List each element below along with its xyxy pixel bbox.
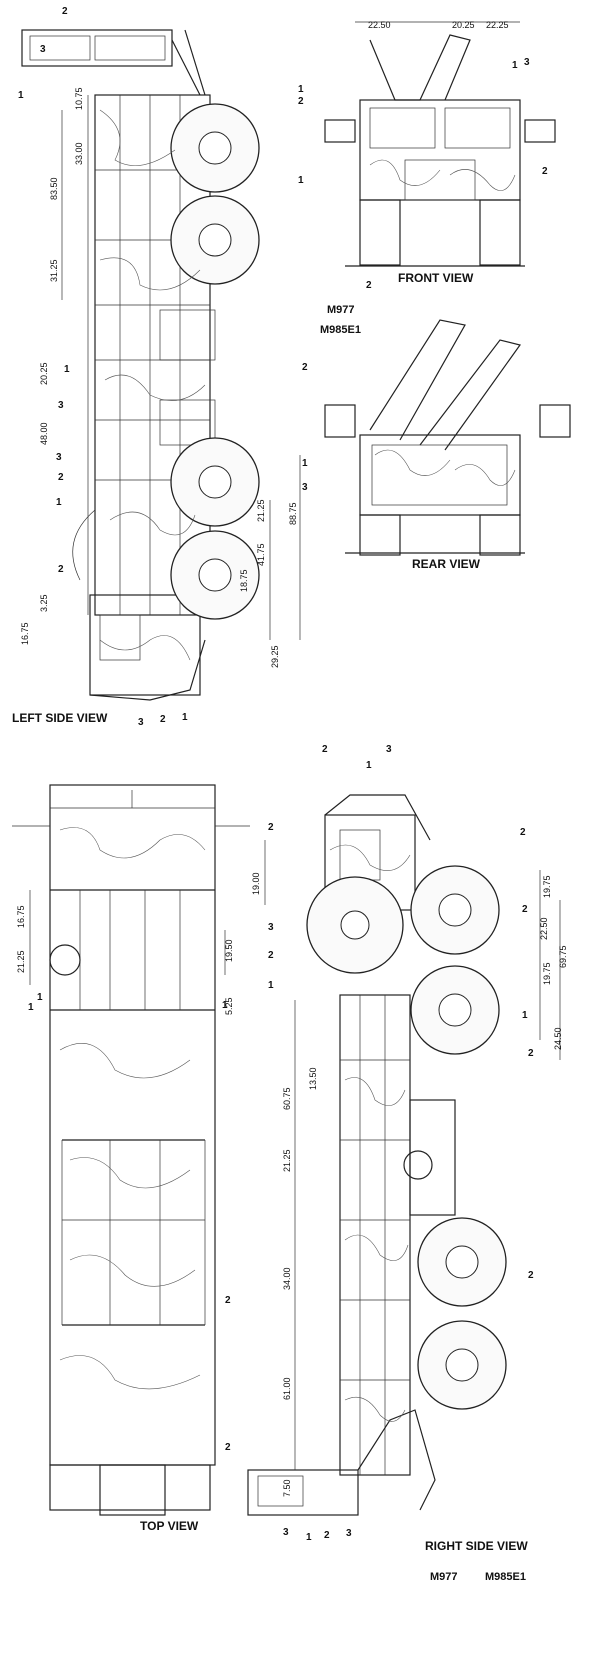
- callout-2: 2: [542, 166, 548, 177]
- callout-1: 1: [182, 712, 188, 723]
- callout-1: 1: [522, 1010, 528, 1021]
- callout-1: 1: [302, 458, 308, 469]
- callout-2: 2: [324, 1530, 330, 1541]
- callout-2: 2: [528, 1270, 534, 1281]
- callout-2: 2: [302, 362, 308, 373]
- callout-1: 1: [37, 992, 43, 1003]
- dim-left-83-50: 83.50: [49, 177, 59, 200]
- callout-3: 3: [302, 482, 308, 493]
- dim-right-19-75-b: 19.75: [542, 962, 552, 985]
- dim-left-10-75: 10.75: [74, 87, 84, 110]
- callout-1: 1: [268, 980, 274, 991]
- callout-1: 1: [298, 175, 304, 186]
- right-side-view-title: RIGHT SIDE VIEW: [425, 1539, 528, 1553]
- callout-1: 1: [64, 364, 70, 375]
- callout-3: 3: [56, 452, 62, 463]
- callout-2: 2: [268, 950, 274, 961]
- callout-1: 1: [56, 497, 62, 508]
- model-label-m985e1-lower: M985E1: [485, 1571, 526, 1583]
- callout-3: 3: [346, 1528, 352, 1539]
- model-label-m977-upper: M977: [327, 304, 355, 316]
- callout-3: 3: [386, 744, 392, 755]
- dim-left-33-00: 33.00: [74, 142, 84, 165]
- dim-right-7-50: 7.50: [282, 1479, 292, 1497]
- dim-left-88-75: 88.75: [288, 502, 298, 525]
- dim-right-21-25: 21.25: [282, 1149, 292, 1172]
- dim-left-16-75: 16.75: [20, 622, 30, 645]
- dim-right-19-00: 19.00: [251, 872, 261, 895]
- callout-2: 2: [366, 280, 372, 291]
- dim-right-13-50: 13.50: [308, 1067, 318, 1090]
- right-side-view-drawing: [247, 794, 561, 1516]
- dim-right-34-00: 34.00: [282, 1267, 292, 1290]
- rear-view-title: REAR VIEW: [412, 557, 481, 571]
- dim-front-20-25: 20.25: [452, 20, 475, 30]
- callout-numbers: 1 2 3 1 3 3 2 1 2 3 2 1 1 2 1 2 1 3 2 2 …: [18, 6, 548, 1543]
- dim-right-24-50: 24.50: [553, 1027, 563, 1050]
- top-view-drawing: [12, 784, 250, 1516]
- callout-2: 2: [62, 6, 68, 17]
- callout-3: 3: [138, 717, 144, 728]
- dim-right-69-75: 69.75: [558, 945, 568, 968]
- dim-front-22-25: 22.25: [486, 20, 509, 30]
- model-label-m985e1-upper: M985E1: [320, 324, 361, 336]
- callout-1: 1: [222, 1000, 228, 1011]
- callout-2: 2: [225, 1442, 231, 1453]
- dim-front-22-50: 22.50: [368, 20, 391, 30]
- dim-top-16-75: 16.75: [16, 905, 26, 928]
- callout-1: 1: [366, 760, 372, 771]
- left-side-view-drawing: [21, 29, 301, 701]
- callout-2: 2: [522, 904, 528, 915]
- callout-1: 1: [512, 60, 518, 71]
- dim-left-21-25: 21.25: [256, 499, 266, 522]
- dim-left-41-75: 41.75: [256, 543, 266, 566]
- callout-1: 1: [28, 1002, 34, 1013]
- callout-1: 1: [298, 84, 304, 95]
- left-side-view-title: LEFT SIDE VIEW: [12, 711, 108, 725]
- front-view-title: FRONT VIEW: [398, 271, 474, 285]
- callout-2: 2: [528, 1048, 534, 1059]
- dim-top-19-50: 19.50: [224, 939, 234, 962]
- dim-left-48-00: 48.00: [39, 422, 49, 445]
- front-view-drawing: [324, 21, 556, 267]
- callout-2: 2: [298, 96, 304, 107]
- callout-2: 2: [160, 714, 166, 725]
- dim-right-61-00: 61.00: [282, 1377, 292, 1400]
- callout-1: 1: [18, 90, 24, 101]
- dim-right-22-50: 22.50: [539, 917, 549, 940]
- dim-top-5-25: 5.25: [224, 997, 234, 1015]
- dim-right-19-75-a: 19.75: [542, 875, 552, 898]
- dim-left-3-25: 3.25: [39, 594, 49, 612]
- top-view-title: TOP VIEW: [140, 1519, 199, 1533]
- callout-2: 2: [58, 472, 64, 483]
- callout-2: 2: [268, 822, 274, 833]
- callout-3: 3: [524, 57, 530, 68]
- rear-view-drawing: [324, 319, 571, 556]
- callout-1: 1: [306, 1532, 312, 1543]
- dim-left-20-25: 20.25: [39, 362, 49, 385]
- model-label-m977-lower: M977: [430, 1571, 458, 1583]
- callout-3: 3: [268, 922, 274, 933]
- callout-3: 3: [283, 1527, 289, 1538]
- callout-3: 3: [40, 44, 46, 55]
- callout-2: 2: [225, 1295, 231, 1306]
- dim-left-18-75: 18.75: [239, 569, 249, 592]
- callout-2: 2: [520, 827, 526, 838]
- dimension-labels: 10.75 33.00 83.50 31.25 20.25 48.00 21.2…: [16, 20, 568, 1497]
- dim-left-29-25: 29.25: [270, 645, 280, 668]
- callout-2: 2: [322, 744, 328, 755]
- callout-2: 2: [58, 564, 64, 575]
- dim-top-21-25: 21.25: [16, 950, 26, 973]
- callout-3: 3: [58, 400, 64, 411]
- dim-left-31-25: 31.25: [49, 259, 59, 282]
- dim-right-60-75: 60.75: [282, 1087, 292, 1110]
